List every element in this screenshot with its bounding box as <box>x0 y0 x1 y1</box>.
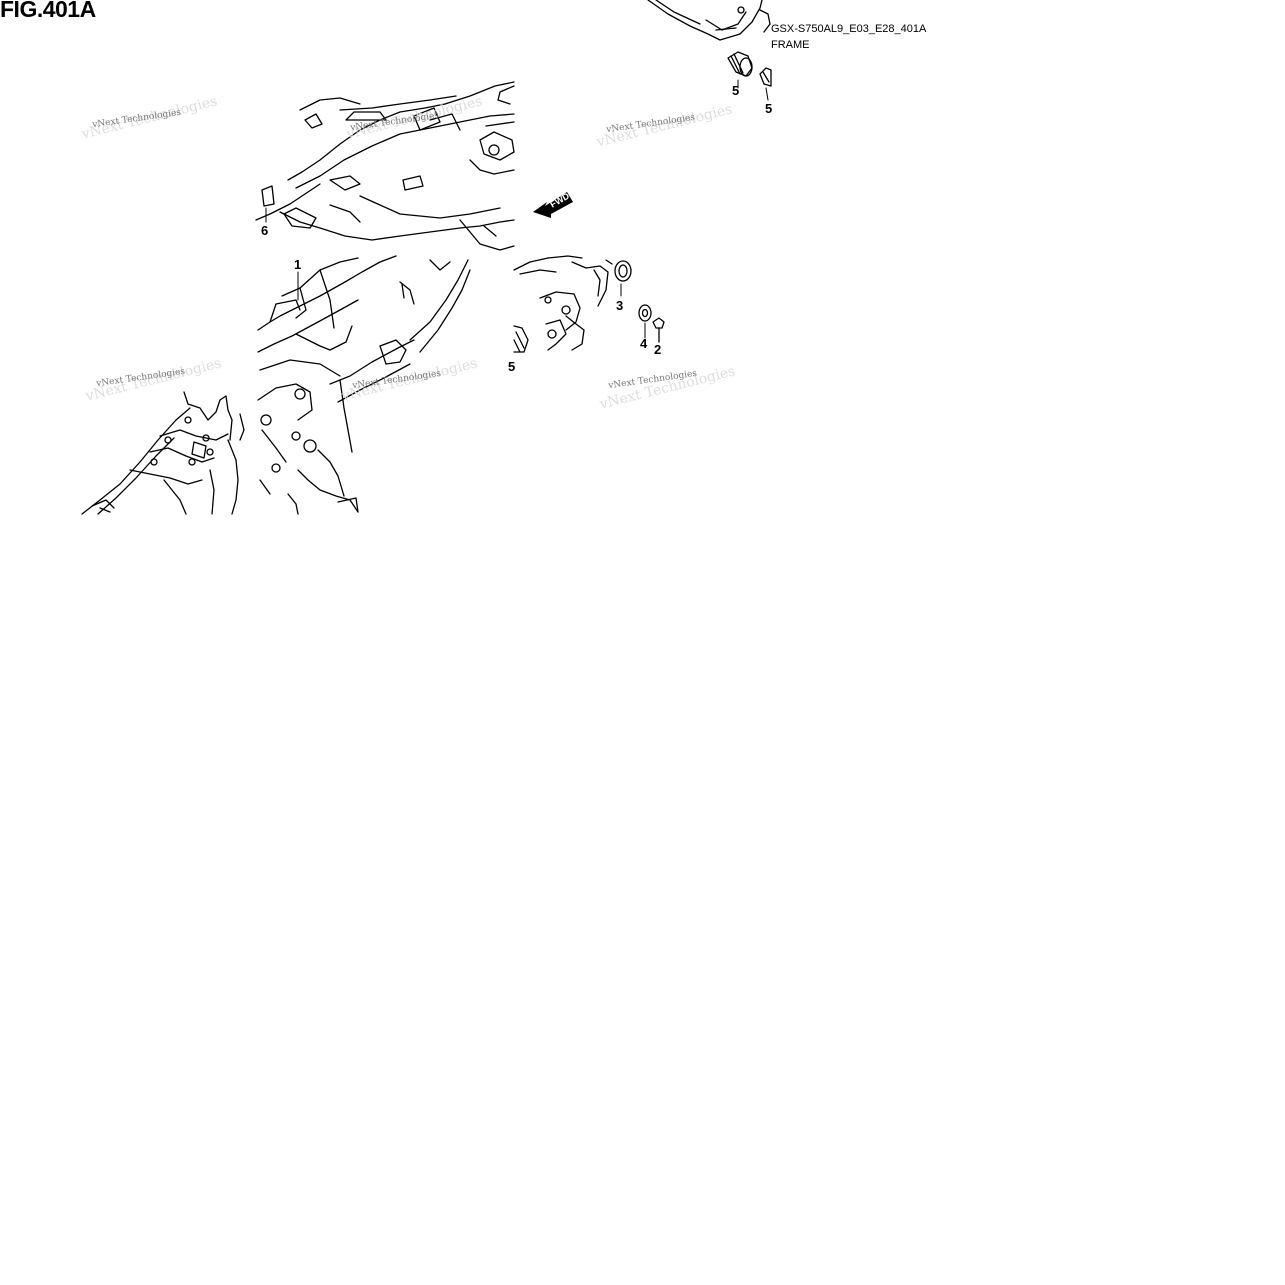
callout-1: 1 <box>294 257 302 272</box>
fwd-arrow-icon: FWD <box>533 190 573 218</box>
callout-5-upper-left: 5 <box>732 83 740 98</box>
callout-5-lower: 5 <box>508 359 516 374</box>
middle-frame-drawing <box>257 255 471 515</box>
callout-4: 4 <box>640 336 648 351</box>
model-code: GSX-S750AL9_E03_E28_401A <box>771 23 927 35</box>
callout-3: 3 <box>616 298 624 313</box>
pivot-plate-drawing <box>513 255 613 353</box>
callout-6: 6 <box>261 223 269 238</box>
callout-2: 2 <box>654 342 662 357</box>
upper-frame-drawing <box>255 81 515 251</box>
washer-part-4 <box>638 304 652 339</box>
steering-head-drawing <box>647 0 771 41</box>
seal-part-3 <box>614 260 632 297</box>
bolt-part-2 <box>652 317 665 343</box>
bearing-part-5a <box>727 51 753 89</box>
section-name: FRAME <box>771 39 810 51</box>
rear-frame-drawing <box>81 391 245 515</box>
figure-title: FIG.401A <box>0 0 96 22</box>
callout-5-upper-right: 5 <box>765 101 773 116</box>
bearing-part-5b <box>759 67 772 101</box>
